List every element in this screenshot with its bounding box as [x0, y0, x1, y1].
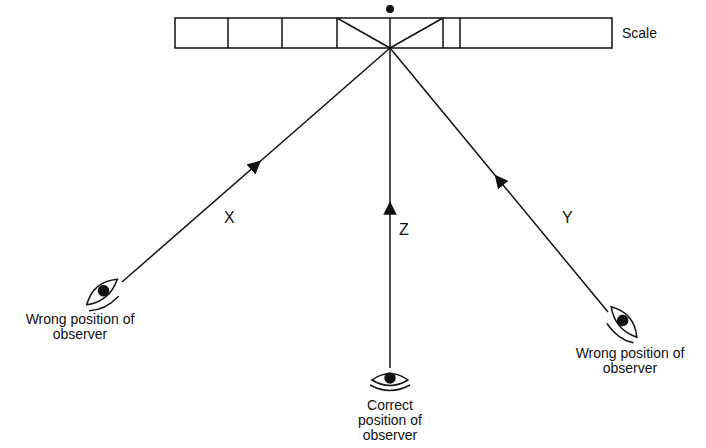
- sight-lines: [122, 48, 608, 368]
- scale-ruler: [175, 18, 612, 48]
- observer-label: Wrong position of observer: [560, 346, 700, 376]
- observer-label: Wrong position of observer: [10, 312, 150, 342]
- line-letter: Y: [562, 210, 573, 225]
- observer-label: Correct position of observer: [344, 398, 436, 443]
- part-label: Scale: [622, 26, 657, 41]
- observer-eye: [81, 274, 644, 391]
- line-letter: Z: [399, 222, 409, 237]
- line-letter: X: [224, 210, 235, 225]
- object-dot: [386, 5, 394, 13]
